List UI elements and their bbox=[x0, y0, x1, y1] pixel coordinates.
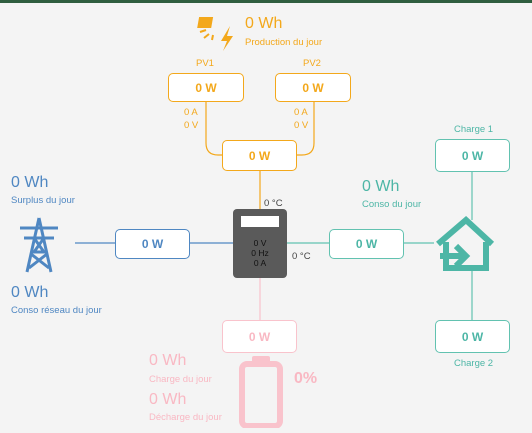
solar-panel-icon bbox=[196, 12, 240, 52]
charge1-power-box[interactable]: 0 W bbox=[435, 139, 510, 172]
pv2-power-box[interactable]: 0 W bbox=[275, 73, 351, 102]
pv1-power-box[interactable]: 0 W bbox=[168, 73, 244, 102]
inverter-device[interactable]: 0 V 0 Hz 0 A bbox=[233, 209, 287, 278]
charge2-power-box[interactable]: 0 W bbox=[435, 320, 510, 353]
inverter-frequency: 0 Hz bbox=[251, 248, 269, 258]
charge1-label: Charge 1 bbox=[454, 124, 494, 135]
solar-production-label: Production du jour bbox=[245, 37, 323, 48]
battery-charge-value: 0 Wh bbox=[149, 352, 187, 369]
grid-surplus-label: Surplus du jour bbox=[11, 195, 75, 206]
pv-total-box[interactable]: 0 W bbox=[222, 140, 297, 171]
home-flow-box[interactable]: 0 W bbox=[329, 229, 404, 259]
battery-charge-label: Charge du jour bbox=[149, 374, 212, 385]
battery-soc: 0% bbox=[294, 370, 318, 387]
grid-flow-box[interactable]: 0 W bbox=[115, 229, 190, 259]
grid-conso-label: Conso réseau du jour bbox=[11, 305, 102, 316]
battery-discharge-label: Décharge du jour bbox=[149, 412, 222, 423]
header-bar bbox=[0, 0, 532, 3]
power-pylon-icon bbox=[16, 216, 62, 274]
grid-surplus-value: 0 Wh bbox=[11, 174, 49, 191]
inverter-temp-side: 0 °C bbox=[292, 251, 311, 262]
home-arrow-icon bbox=[434, 215, 495, 272]
battery-discharge-value: 0 Wh bbox=[149, 391, 187, 408]
inverter-voltage: 0 V bbox=[253, 238, 267, 248]
charge2-label: Charge 2 bbox=[454, 358, 494, 369]
inverter-current: 0 A bbox=[253, 258, 267, 268]
battery-icon bbox=[238, 354, 284, 429]
home-conso-value: 0 Wh bbox=[362, 178, 400, 195]
solar-production-value: 0 Wh bbox=[245, 15, 283, 32]
inverter-temp-top: 0 °C bbox=[264, 198, 283, 209]
grid-conso-value: 0 Wh bbox=[11, 284, 49, 301]
inverter-screen bbox=[241, 216, 279, 227]
pv1-voltage: 0 V bbox=[184, 120, 199, 131]
pv2-current: 0 A bbox=[294, 107, 308, 118]
pv1-title: PV1 bbox=[196, 58, 214, 69]
home-conso-label: Conso du jour bbox=[362, 199, 422, 210]
pv1-current: 0 A bbox=[184, 107, 198, 118]
pv2-voltage: 0 V bbox=[294, 120, 309, 131]
battery-flow-box[interactable]: 0 W bbox=[222, 320, 297, 353]
pv2-title: PV2 bbox=[303, 58, 321, 69]
